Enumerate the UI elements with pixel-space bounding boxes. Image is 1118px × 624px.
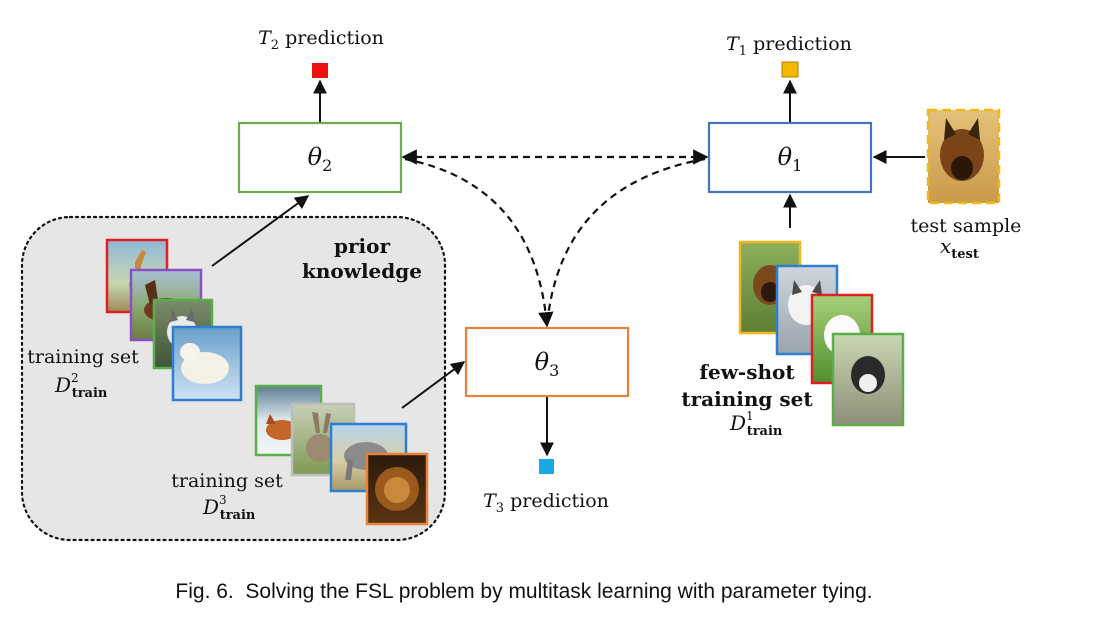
- theta2-box: [237, 121, 403, 194]
- prior-knowledge-label-line2: knowledge: [302, 259, 422, 283]
- train3-images: [254, 384, 429, 526]
- polar-bear-image: [171, 325, 243, 402]
- t1-prediction-label: T1 prediction: [726, 33, 852, 59]
- theta2-label: θ2: [308, 143, 333, 175]
- test-sample-label: test sample: [911, 215, 1022, 237]
- figure-caption: Fig. 6. Solving the FSL problem by multi…: [175, 580, 872, 603]
- tying-link-theta1-theta3: [545, 157, 706, 327]
- train2-label-line1: training set: [27, 346, 139, 368]
- t2-prediction-marker: [312, 63, 328, 78]
- fewshot-label-line2: training set: [681, 387, 813, 411]
- t1-prediction-marker: [781, 61, 799, 78]
- fewshot-images: [738, 240, 905, 427]
- train2-images: [105, 238, 243, 402]
- tying-link-theta2-theta3: [404, 157, 554, 328]
- t2-prediction-label: T2 prediction: [258, 27, 384, 53]
- t3-prediction-marker: [539, 459, 554, 474]
- test-sample-image: [926, 108, 1001, 205]
- theta3-box: [464, 326, 630, 398]
- theta1-label: θ1: [778, 143, 803, 175]
- alaskan-malamute-image: [831, 332, 905, 427]
- train3-to-theta3-arrow: [401, 361, 466, 409]
- prior-knowledge-label-line1: prior: [334, 234, 390, 258]
- fewshot-label-line1: few-shot: [699, 360, 795, 384]
- train2-to-theta2-arrow: [211, 195, 310, 267]
- test-sample-symbol: xtest: [940, 234, 979, 262]
- theta3-label: θ3: [535, 348, 560, 380]
- train3-label-line1: training set: [171, 470, 283, 492]
- lion-image: [365, 452, 429, 526]
- theta1-box: [707, 121, 873, 194]
- t3-prediction-label: T3 prediction: [483, 490, 609, 516]
